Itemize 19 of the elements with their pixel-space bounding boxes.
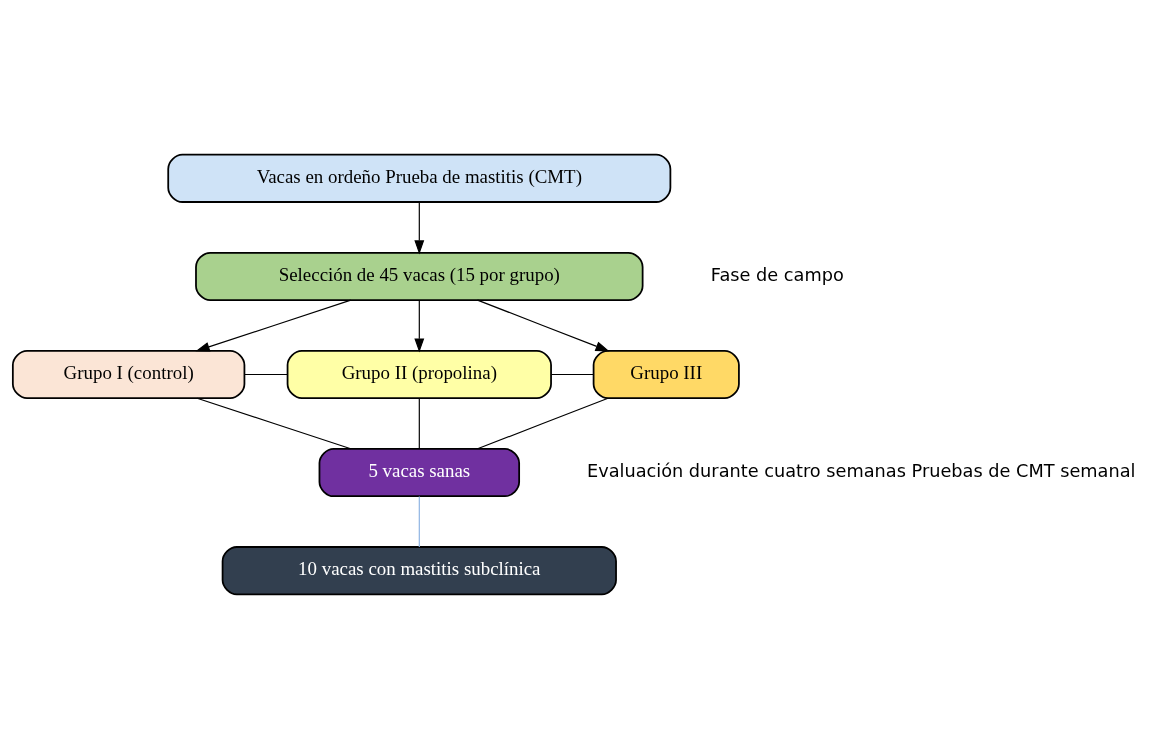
connector [476,397,609,449]
arrow [476,299,610,351]
node-box: 5 vacas sanas [318,447,521,497]
connector [418,397,420,449]
arrow [195,299,352,352]
connector [418,495,420,548]
node-box: Grupo II (propolina) [286,349,552,399]
node-box: Grupo III [592,349,740,399]
node-box: Selección de 45 vacas (15 por grupo) [195,251,644,301]
node-box: Grupo I (control) [11,349,246,399]
connector [196,397,352,449]
connector [550,373,594,375]
connector [243,373,289,375]
label: Fase de campo [710,264,844,285]
node-box: 10 vacas con mastitis subclínica [221,545,617,595]
label: Evaluación durante cuatro semanas Pruebas de CMT semanal [586,460,1136,481]
arrow [414,201,425,254]
node-box: Vacas en ordeño Prueba de mastitis (CMT) [167,153,672,203]
arrow [414,299,425,353]
